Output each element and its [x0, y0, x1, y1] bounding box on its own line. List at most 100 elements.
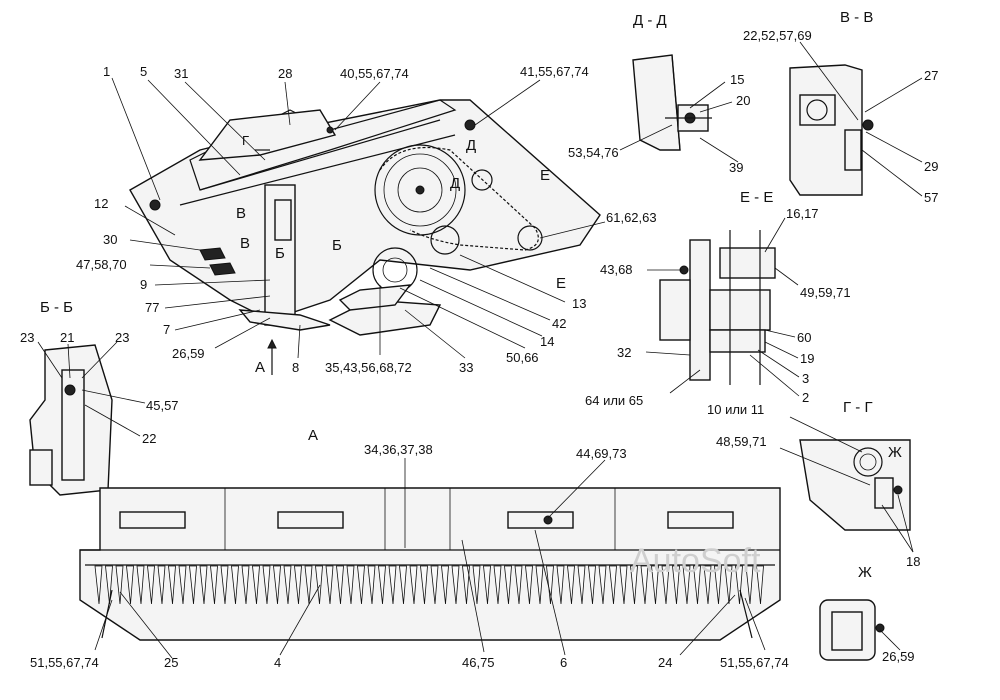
idler-sprocket [471, 169, 493, 191]
ee-shaft [709, 289, 771, 331]
post-bracket [274, 199, 292, 241]
callout-48: 48,59,71 [716, 434, 767, 449]
mount-plate [119, 511, 186, 529]
knife-tooth [252, 565, 260, 605]
knife-tooth [724, 565, 733, 605]
knife-tooth [199, 565, 208, 605]
section-g-g: Г - Г Ж 10 или 11 48,59,71 18 [707, 399, 920, 569]
knife-tooth [672, 565, 680, 605]
tension-sprocket [517, 225, 543, 251]
section-mark-v2: В [240, 235, 250, 252]
callout-16: 16,17 [786, 206, 819, 221]
frame-bolt [326, 126, 334, 134]
knife-tooth [430, 565, 439, 605]
knife-tooth [609, 565, 617, 605]
callout-27: 27 [924, 68, 938, 83]
knife-tooth [325, 565, 334, 605]
view-title-a: А [308, 427, 318, 444]
knife-tooth [315, 565, 323, 605]
bottom-skid [238, 309, 331, 331]
callout-45: 45,57 [146, 398, 179, 413]
lower-sprocket [430, 225, 460, 255]
knife-tooth [336, 565, 344, 605]
callout-33: 33 [459, 360, 473, 375]
knife-tooth [367, 565, 376, 605]
pulley-hub [382, 257, 408, 283]
section-title-e-e: Е - Е [740, 189, 773, 206]
view-title-zh: Ж [858, 564, 872, 581]
knife-tooth [619, 565, 628, 605]
knife-tooth [94, 565, 103, 605]
vv-bearing-ring [806, 99, 828, 121]
knife-tooth [262, 565, 271, 605]
callout-41: 41,55,67,74 [520, 64, 589, 79]
callout-22-52: 22,52,57,69 [743, 28, 812, 43]
callout-30: 30 [103, 232, 117, 247]
callout-42: 42 [552, 316, 566, 331]
ee-hub [659, 279, 691, 341]
section-title-b-b: Б - Б [40, 299, 73, 316]
bb-post [61, 369, 85, 481]
main-leaders [111, 77, 606, 359]
section-mark-zh: Ж [888, 444, 902, 461]
knife-tooth [304, 565, 313, 605]
callout-51a: 51,55,67,74 [30, 655, 99, 670]
callout-44: 44,69,73 [576, 446, 627, 461]
header-frame [129, 99, 601, 321]
section-title-d-d: Д - Д [633, 12, 667, 29]
section-mark-e2: Е [556, 275, 566, 292]
section-mark-b2: Б [332, 237, 342, 254]
knife-tooth [126, 565, 134, 605]
knife-tooth [693, 565, 701, 605]
knife-tooth [525, 565, 533, 605]
knife-tooth [588, 565, 596, 605]
deflector [338, 284, 412, 311]
callout-8: 8 [292, 360, 299, 375]
callout-24: 24 [658, 655, 672, 670]
main-view: Г Д Д Е Е В В Б Б А [76, 64, 657, 376]
knife-tooth [441, 565, 449, 605]
mount-bolt [543, 515, 553, 525]
knife-tooth [388, 565, 397, 605]
knife-tooth [168, 565, 176, 605]
knife-tooth [703, 565, 712, 605]
right-skid [739, 589, 753, 639]
callout-40: 40,55,67,74 [340, 66, 409, 81]
callout-6: 6 [560, 655, 567, 670]
callout-46: 46,75 [462, 655, 495, 670]
callout-21: 21 [60, 330, 74, 345]
callout-51b: 51,55,67,74 [720, 655, 789, 670]
view-arrow-a-label: А [255, 359, 265, 376]
knife-tooth [451, 565, 460, 605]
callout-4: 4 [274, 655, 281, 670]
frame-bolt [464, 119, 476, 131]
mount-plate [507, 511, 574, 529]
callout-23b: 23 [115, 330, 129, 345]
knife-tooth [115, 565, 124, 605]
knife-tooth [231, 565, 239, 605]
callout-20: 20 [736, 93, 750, 108]
callout-18: 18 [906, 554, 920, 569]
frame-edge [199, 119, 441, 191]
callout-1: 1 [103, 64, 110, 79]
callout-57: 57 [924, 190, 938, 205]
zh-roller [831, 611, 863, 651]
knife-tooth [483, 565, 491, 605]
callout-10: 10 или 11 [707, 402, 764, 417]
knife-tooth [189, 565, 197, 605]
knife-tooth [346, 565, 355, 605]
callout-64: 64 или 65 [585, 393, 643, 408]
knife-tooth [357, 565, 365, 605]
knife-tooth [283, 565, 292, 605]
knife-tooth [735, 565, 743, 605]
watermark: AutoSoft [630, 542, 761, 580]
drive-chain [379, 147, 539, 251]
knife-tooth [105, 565, 113, 605]
dd-plate [632, 54, 681, 151]
callout-29: 29 [924, 159, 938, 174]
knife-tooth [147, 565, 155, 605]
knife-tooth [714, 565, 722, 605]
knife-tooth [399, 565, 407, 605]
callout-32: 32 [617, 345, 631, 360]
callout-12: 12 [94, 196, 108, 211]
